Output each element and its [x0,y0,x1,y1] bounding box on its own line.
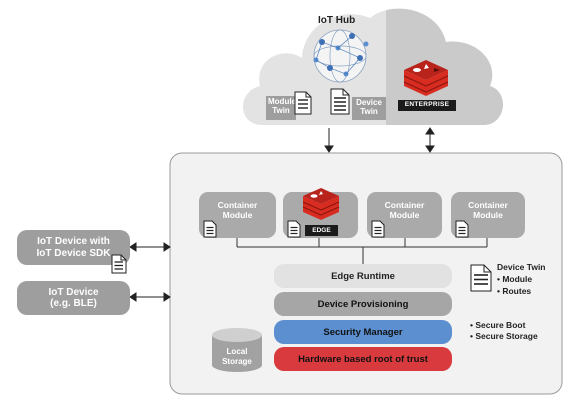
container-module-1-label: Container Module [217,200,258,221]
local-storage-cylinder [212,328,262,372]
security-manager-label: Security Manager [323,326,403,338]
iot-hub-title: IoT Hub [318,15,356,26]
legend-item-module-label: Module [502,274,533,284]
cloud-arrows [324,127,435,153]
secure-storage-item: • Secure Storage [470,331,538,341]
device-sdk-document-icon [111,254,127,274]
legend-item-routes-label: Routes [502,286,532,296]
legend-item-routes: • Routes [497,286,532,296]
device-twin-label: Device Twin [352,97,386,120]
device-twin-document-icon [330,88,350,115]
legend-title: Device Twin [497,262,546,272]
module-twin-label: Module Twin [266,96,296,120]
iot-device-ble-label: IoT Device (e.g. BLE) [48,286,99,310]
edge-runtime-label: Edge Runtime [331,270,395,282]
iot-device-sdk: IoT Device with IoT Device SDK [17,230,130,265]
secure-boot-item: • Secure Boot [470,320,526,330]
module-4-document-icon [455,220,469,238]
hardware-root-of-trust-label: Hardware based root of trust [298,353,428,365]
legend-item-module: • Module [497,274,533,284]
redis-edge-logo [302,188,340,220]
module-edge-document-icon [287,220,301,238]
redis-enterprise-logo [403,60,449,96]
iot-device-ble: IoT Device (e.g. BLE) [17,281,130,315]
device-provisioning-label: Device Provisioning [317,298,409,310]
module-1-document-icon [203,220,217,238]
container-module-4-label: Container Module [468,200,508,221]
edge-badge: EDGE [305,225,338,236]
secure-boot-label: Secure Boot [475,320,526,330]
legend-document-icon [470,264,492,292]
edge-runtime-layer: Edge Runtime [274,264,452,288]
module-3-document-icon [371,220,385,238]
globe-icon [313,29,369,83]
secure-storage-label: Secure Storage [475,331,538,341]
device-provisioning-layer: Device Provisioning [274,292,452,316]
enterprise-badge [398,100,456,111]
iot-device-sdk-label: IoT Device with IoT Device SDK [36,236,111,259]
enterprise-label: ENTERPRISE [404,101,450,108]
local-storage-label: Local Storage [222,347,252,366]
container-module-3-label: Container Module [384,200,425,221]
module-twin-document-icon [294,91,312,115]
security-manager-layer: Security Manager [274,320,452,344]
hardware-root-of-trust-layer: Hardware based root of trust [274,347,452,371]
device-arrows [129,242,171,302]
